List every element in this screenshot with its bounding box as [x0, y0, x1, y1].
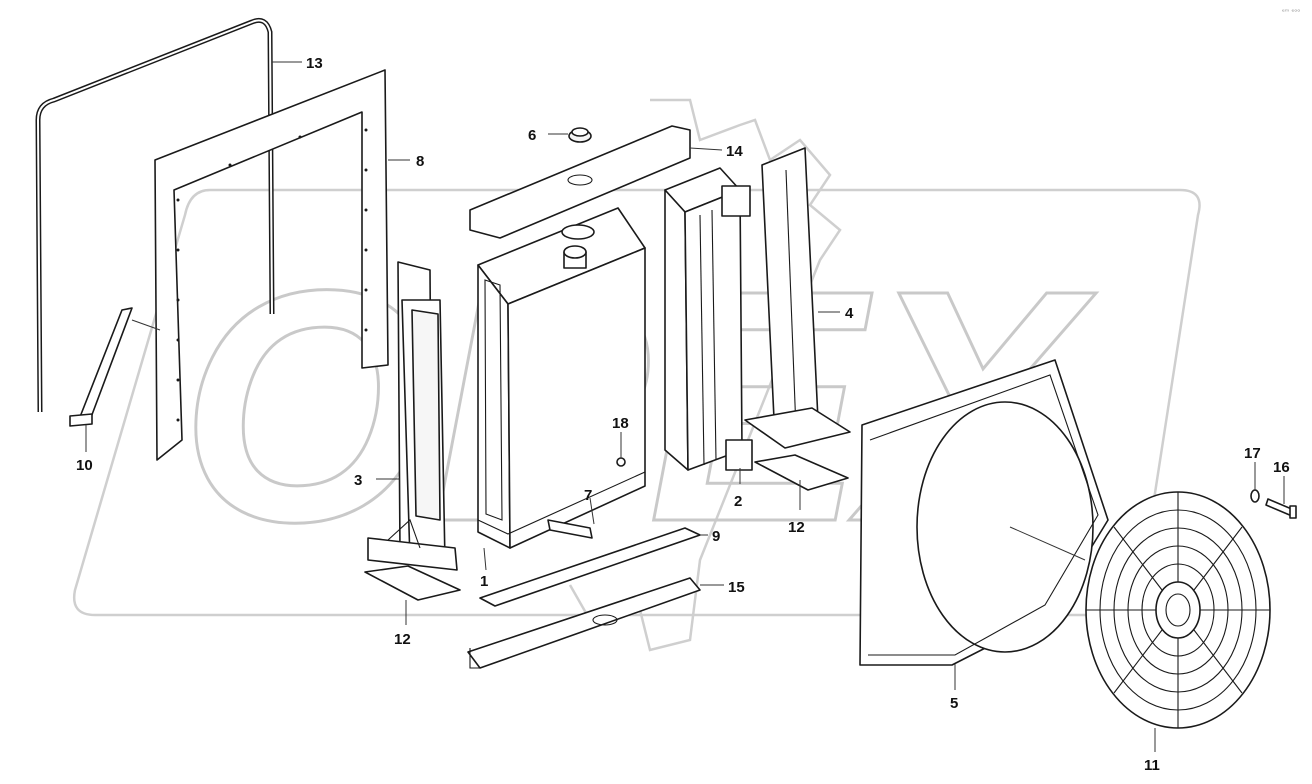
callout-3: 3: [354, 472, 362, 489]
bottom-bracket-part-15: [467, 577, 701, 669]
radiator-cap-part-6: [568, 127, 592, 143]
top-bracket-part-14: [469, 125, 691, 239]
callout-12-left: 12: [394, 631, 411, 648]
radiator-part-1: [477, 207, 646, 549]
oil-cooler-part-2: [664, 167, 753, 471]
callout-9: 9: [712, 528, 720, 545]
side-frame-part-4: [744, 147, 851, 449]
leader-lines: [85, 61, 1285, 752]
fan-guard-spokes: [1086, 492, 1270, 728]
callout-10: 10: [76, 457, 93, 474]
gasket-plate-part-8: [154, 69, 389, 461]
callout-labels: 13 8 10 3 1 12 6 14 4 18 7 2 12 9 15 5 1…: [76, 55, 1290, 774]
radiator-filler-neck: [561, 224, 595, 269]
callout-14: 14: [726, 143, 743, 160]
callout-1: 1: [480, 573, 488, 590]
callout-12-right: 12: [788, 519, 805, 536]
watermark-gear-outline: [568, 98, 842, 652]
fan-shroud-part-5: [859, 359, 1109, 666]
corner-mark: ᵉᵐ ᵉᵒᵒ: [1282, 8, 1300, 16]
seal-loop-part-13: [35, 17, 275, 413]
gasket-holes: [176, 128, 368, 422]
callout-6: 6: [528, 127, 536, 144]
bracket-strip-part-10: [69, 307, 133, 427]
callout-15: 15: [728, 579, 745, 596]
foot-plate-part-12-right: [754, 454, 849, 491]
washer-part-17: [1250, 489, 1260, 503]
side-frame-part-3: [367, 261, 458, 571]
drain-fitting-part-7: [547, 519, 593, 539]
callout-5: 5: [950, 695, 958, 712]
callout-7: 7: [584, 487, 592, 504]
callout-13: 13: [306, 55, 323, 72]
callout-8: 8: [416, 153, 424, 170]
callout-4: 4: [845, 305, 854, 322]
callout-2: 2: [734, 493, 742, 510]
foot-plate-part-12-left: [364, 565, 461, 601]
callout-11: 11: [1144, 757, 1160, 774]
fan-guard-part-11: [1085, 491, 1271, 729]
callout-16: 16: [1273, 459, 1290, 476]
drain-plug-part-18: [616, 457, 626, 467]
bolt-part-16: [1265, 498, 1297, 519]
callout-18: 18: [612, 415, 629, 432]
callout-17: 17: [1244, 445, 1261, 462]
